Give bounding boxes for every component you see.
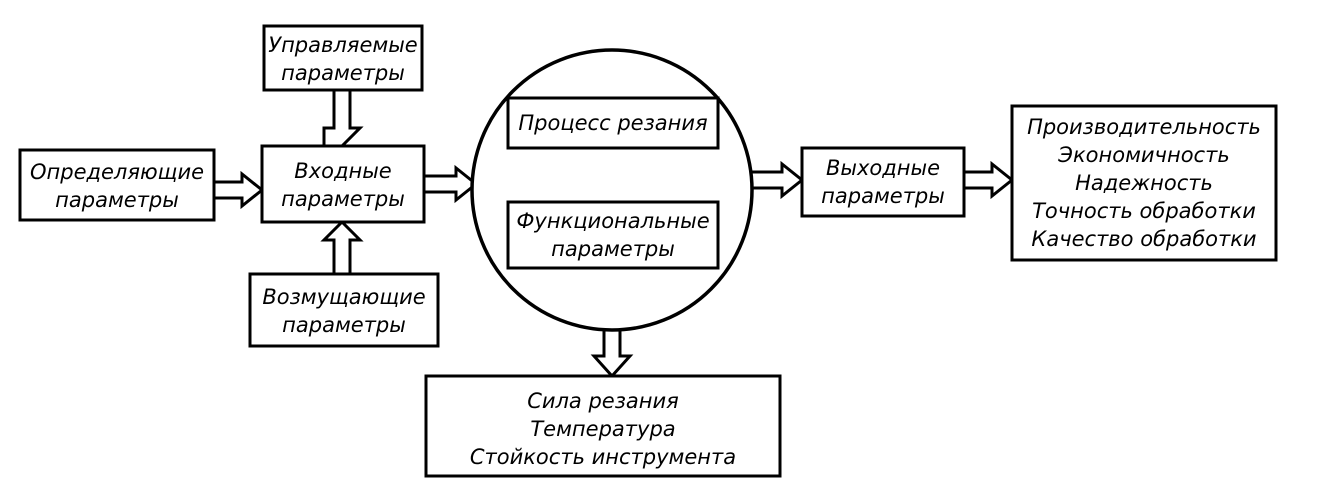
arrow-defining-to-input	[212, 170, 265, 210]
controlled-parameters-box	[262, 24, 424, 92]
tool-life-label: Стойкость инструмента	[470, 445, 736, 469]
result-precision: Точность обработки	[1032, 199, 1256, 223]
defining-parameters-box	[18, 148, 216, 222]
process-circle	[470, 48, 754, 332]
results-box	[1010, 104, 1278, 262]
temperature-label: Температура	[530, 417, 675, 441]
disturbing-parameters-line-2: параметры	[282, 313, 406, 337]
arrow-controlled-to-input	[322, 88, 364, 148]
cutting-force-label: Сила резания	[527, 389, 679, 413]
output-parameters-line-1: Выходные	[826, 156, 940, 180]
input-parameters-line-2: параметры	[281, 187, 405, 211]
cutting-process-label: Процесс резания	[518, 111, 707, 135]
arrow-circle-to-cutting	[590, 322, 634, 379]
disturbing-parameters-box	[248, 272, 440, 348]
defining-parameters-line-1: Определяющие	[30, 160, 204, 184]
arrow-input-to-circle	[422, 164, 479, 204]
input-parameters-box	[260, 144, 426, 224]
arrow-disturbing-to-input	[320, 219, 364, 276]
arrow-output-to-results	[962, 160, 1015, 200]
functional-parameters-box	[506, 200, 720, 270]
disturbing-parameters-line-1: Возмущающие	[262, 285, 425, 309]
defining-parameters-line-2: параметры	[55, 188, 179, 212]
result-quality: Качество обработки	[1031, 227, 1256, 251]
output-parameters-box	[800, 146, 966, 218]
result-productivity: Производительность	[1027, 115, 1261, 139]
input-parameters-line-1: Входные	[294, 159, 391, 183]
output-parameters-line-2: параметры	[821, 184, 945, 208]
controlled-parameters-line-1: Управляемые	[268, 33, 417, 57]
result-reliability: Надежность	[1075, 171, 1213, 195]
cutting-process-box	[506, 96, 720, 150]
arrow-circle-to-output	[746, 160, 805, 200]
controlled-parameters-line-2: параметры	[281, 61, 405, 85]
cutting-outputs-box	[424, 374, 782, 478]
functional-parameters-line-2: параметры	[551, 237, 675, 261]
functional-parameters-line-1: Функциональные	[516, 209, 709, 233]
result-economy: Экономичность	[1057, 143, 1229, 167]
